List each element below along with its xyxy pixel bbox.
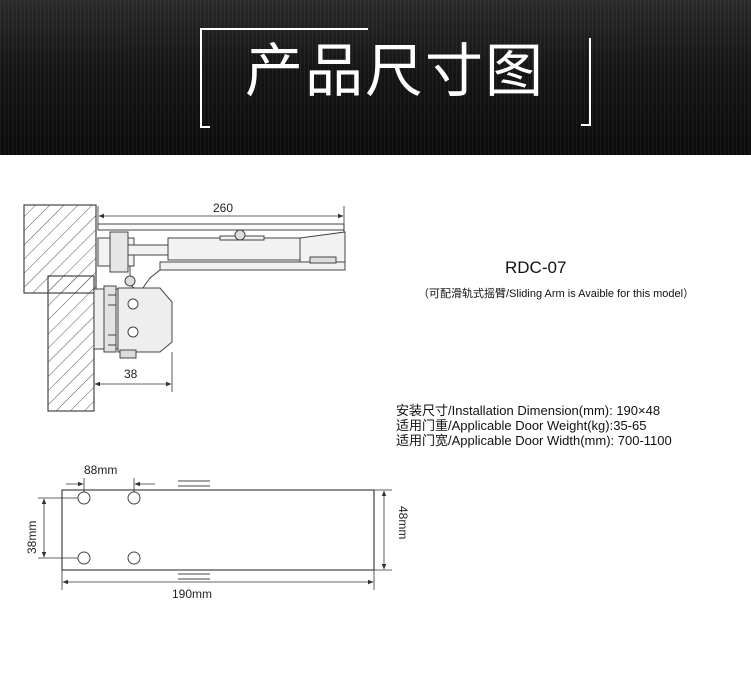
title-frame-top [200,28,368,30]
title-frame-right [581,38,591,126]
dim-38mm-label: 38mm [25,521,39,554]
spec-door-weight: 适用门重/Applicable Door Weight(kg):35-65 [396,418,647,433]
dim-38mm: 38mm [25,497,78,559]
mounting-plate [61,480,375,580]
dim-48mm: 48mm [374,489,410,571]
closer-body [93,275,173,359]
spec-door-width: 适用门宽/Applicable Door Width(mm): 700-1100 [396,433,672,448]
page-title: 产品尺寸图 [244,37,545,105]
dim-260-label: 260 [213,201,233,215]
dim-190mm-label: 190mm [172,587,212,601]
model-name: RDC-07 [505,258,567,277]
sliding-arm-note: （可配滑轨式摇臂/Sliding Arm is Avaible for this… [418,288,695,300]
dim-38-label: 38 [124,367,138,381]
dim-48mm-label: 48mm [396,506,410,539]
dim-38: 38 [94,352,173,392]
door-section [47,275,95,412]
spec-installation-dimension: 安装尺寸/Installation Dimension(mm): 190×48 [396,403,661,418]
header-banner [0,0,751,155]
dim-88mm: 88mm [66,463,155,492]
dim-88mm-label: 88mm [84,463,117,477]
dim-260: 260 [97,201,345,232]
dim-190mm: 190mm [61,570,375,601]
closer-arm [97,223,346,293]
